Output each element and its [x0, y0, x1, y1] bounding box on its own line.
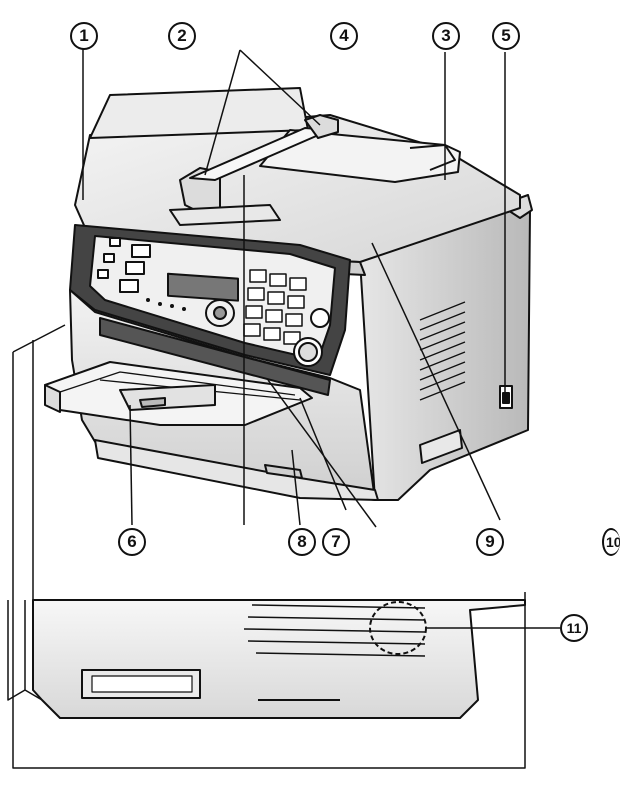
callout-6: 6 — [118, 528, 146, 556]
side-vent-grille — [419, 301, 466, 401]
callout-10: 10 — [602, 528, 620, 556]
callout-11: 11 — [560, 614, 588, 642]
inset-frame — [12, 324, 526, 769]
side-handle — [419, 429, 463, 464]
paper-output-slot — [99, 317, 331, 396]
inset-speaker-vent — [243, 604, 426, 657]
adf-tray — [89, 87, 309, 139]
lcd-display — [167, 272, 239, 302]
callout-3: 3 — [432, 22, 460, 50]
callout-8: 8 — [288, 528, 316, 556]
callout-1: 1 — [70, 22, 98, 50]
panel-buttons-left — [97, 237, 151, 293]
callout-5: 5 — [492, 22, 520, 50]
stop-button — [310, 308, 330, 328]
callout-4: 4 — [330, 22, 358, 50]
paper-stopper — [44, 384, 61, 413]
callout-9: 9 — [476, 528, 504, 556]
keypad — [243, 269, 307, 345]
document-guide-right — [304, 114, 339, 139]
callout-2: 2 — [168, 22, 196, 50]
leader-lines — [82, 48, 506, 528]
callout-7: 7 — [322, 528, 350, 556]
